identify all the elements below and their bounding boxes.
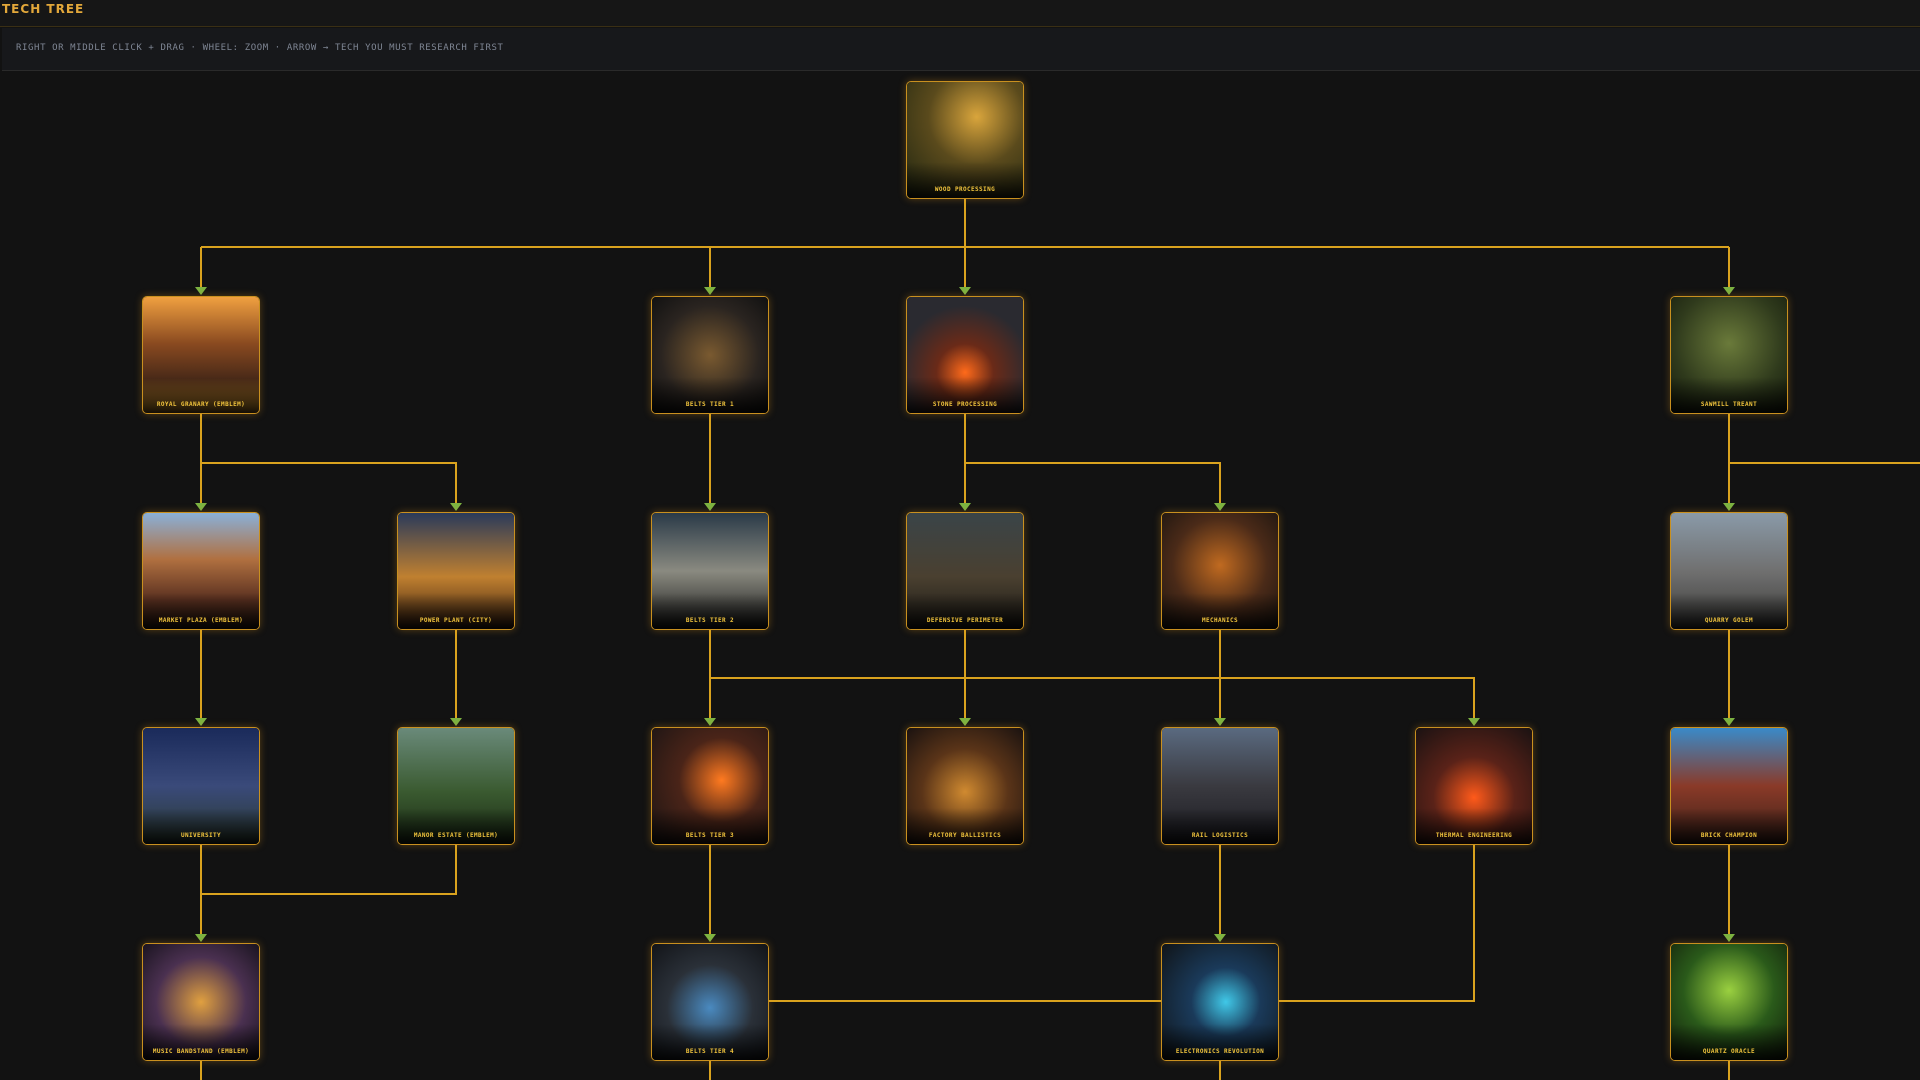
tech-node-university[interactable]: UNIVERSITY [142,727,260,845]
label-shade [907,162,1023,198]
hint-bar: RIGHT OR MIDDLE CLICK + DRAG · WHEEL: ZO… [2,28,1920,71]
tech-label: UNIVERSITY [180,832,222,839]
arrowhead-icon [450,503,462,511]
label-shade [143,593,259,629]
tech-node-thermal-engineering[interactable]: THERMAL ENGINEERING [1415,727,1533,845]
label-shade [1671,593,1787,629]
tech-node-stone-processing[interactable]: STONE PROCESSING [906,296,1024,414]
label-shade [398,593,514,629]
label-shade [1162,593,1278,629]
tech-label: QUARRY GOLEM [1704,617,1754,624]
tech-label: BRICK CHAMPION [1700,832,1758,839]
arrowhead-icon [1723,934,1735,942]
label-shade [1671,1024,1787,1060]
tech-node-music-bandstand-emblem[interactable]: MUSIC BANDSTAND (EMBLEM) [142,943,260,1061]
arrowhead-icon [195,718,207,726]
edge-stone-processing [964,414,1221,506]
edge-royal-granary [200,414,457,506]
title-bar: TECH TREE [0,0,1920,27]
label-shade [907,808,1023,844]
tech-node-mechanics[interactable]: MECHANICS [1161,512,1279,630]
tech-label: MANOR ESTATE (EMBLEM) [413,832,499,839]
tech-node-belts-tier-3[interactable]: BELTS TIER 3 [651,727,769,845]
tech-node-royal-granary-emblem[interactable]: ROYAL GRANARY (EMBLEM) [142,296,260,414]
label-shade [143,377,259,413]
tech-node-manor-estate-emblem[interactable]: MANOR ESTATE (EMBLEM) [397,727,515,845]
tech-node-wood-processing[interactable]: WOOD PROCESSING [906,81,1024,199]
label-shade [907,593,1023,629]
label-shade [652,808,768,844]
arrowhead-icon [195,934,207,942]
arrowhead-icon [1723,287,1735,295]
tech-label: MUSIC BANDSTAND (EMBLEM) [152,1048,250,1055]
tech-node-rail-logistics[interactable]: RAIL LOGISTICS [1161,727,1279,845]
tech-label: BELTS TIER 1 [685,401,735,408]
label-shade [1671,808,1787,844]
tech-label: QUARTZ ORACLE [1702,1048,1756,1055]
arrowhead-icon [704,934,716,942]
edge-university-manor [200,845,457,937]
tech-node-electronics-revolution[interactable]: ELECTRONICS REVOLUTION [1161,943,1279,1061]
tech-label: SAWMILL TREANT [1700,401,1758,408]
arrowhead-icon [1214,718,1226,726]
tech-node-belts-tier-4[interactable]: BELTS TIER 4 [651,943,769,1061]
tech-label: MARKET PLAZA (EMBLEM) [158,617,244,624]
tech-label: THERMAL ENGINEERING [1435,832,1513,839]
tech-label: DEFENSIVE PERIMETER [926,617,1004,624]
tech-label: ROYAL GRANARY (EMBLEM) [156,401,246,408]
arrowhead-icon [959,503,971,511]
label-shade [652,593,768,629]
tech-label: WOOD PROCESSING [934,186,996,193]
tech-node-sawmill-treant[interactable]: SAWMILL TREANT [1670,296,1788,414]
arrowhead-icon [704,287,716,295]
tech-node-defensive-perimeter[interactable]: DEFENSIVE PERIMETER [906,512,1024,630]
arrowhead-icon [1723,503,1735,511]
arrowhead-icon [195,503,207,511]
tech-node-factory-ballistics[interactable]: FACTORY BALLISTICS [906,727,1024,845]
label-shade [652,377,768,413]
tech-node-belts-tier-2[interactable]: BELTS TIER 2 [651,512,769,630]
tech-label: STONE PROCESSING [932,401,998,408]
tech-node-market-plaza-emblem[interactable]: MARKET PLAZA (EMBLEM) [142,512,260,630]
tech-node-quarry-golem[interactable]: QUARRY GOLEM [1670,512,1788,630]
label-shade [1162,808,1278,844]
tech-label: FACTORY BALLISTICS [928,832,1002,839]
tech-node-quartz-oracle[interactable]: QUARTZ ORACLE [1670,943,1788,1061]
controls-hint: RIGHT OR MIDDLE CLICK + DRAG · WHEEL: ZO… [16,43,504,53]
arrowhead-icon [959,718,971,726]
tech-node-belts-tier-1[interactable]: BELTS TIER 1 [651,296,769,414]
edge-sawmill-treant [1728,414,1920,506]
edge-belts-tier-2 [709,630,1475,721]
label-shade [143,808,259,844]
arrowhead-icon [959,287,971,295]
label-shade [143,1024,259,1060]
label-shade [1416,808,1532,844]
tech-label: BELTS TIER 3 [685,832,735,839]
tech-label: POWER PLANT (CITY) [419,617,493,624]
tech-node-power-plant-city[interactable]: POWER PLANT (CITY) [397,512,515,630]
edge-wood-processing [200,199,1730,290]
tech-label: ELECTRONICS REVOLUTION [1175,1048,1265,1055]
arrowhead-icon [1723,718,1735,726]
label-shade [652,1024,768,1060]
arrowhead-icon [704,718,716,726]
edge-offscreen [200,1061,1730,1080]
page-title: TECH TREE [2,2,85,16]
label-shade [1162,1024,1278,1060]
label-shade [1671,377,1787,413]
tech-label: BELTS TIER 2 [685,617,735,624]
label-shade [398,808,514,844]
arrowhead-icon [450,718,462,726]
edge-thermal-engineering [1279,845,1475,1002]
label-shade [907,377,1023,413]
arrowhead-icon [704,503,716,511]
tech-label: BELTS TIER 4 [685,1048,735,1055]
arrowhead-icon [1468,718,1480,726]
tech-label: MECHANICS [1201,617,1239,624]
tech-label: RAIL LOGISTICS [1191,832,1249,839]
arrowhead-icon [1214,934,1226,942]
tech-node-brick-champion[interactable]: BRICK CHAMPION [1670,727,1788,845]
arrowhead-icon [1214,503,1226,511]
arrowhead-icon [195,287,207,295]
